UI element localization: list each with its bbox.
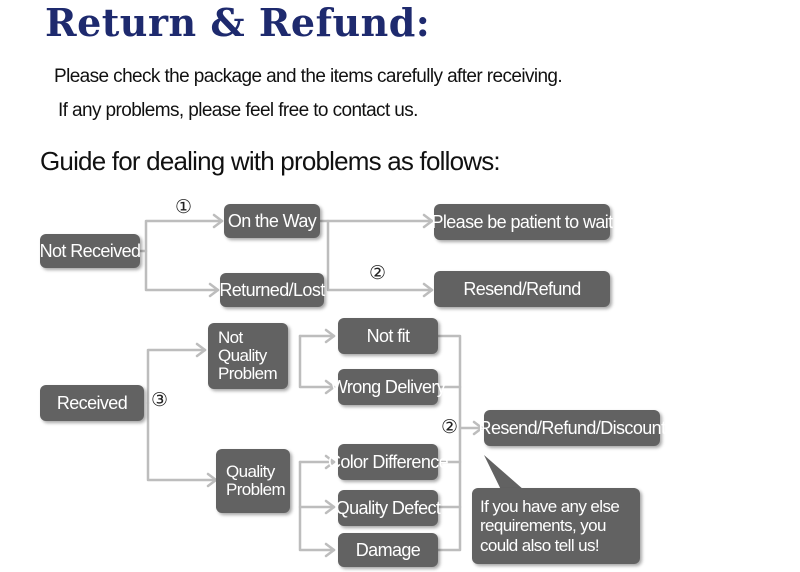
connector-received-quality (146, 401, 218, 482)
connector-received-trunk (146, 348, 207, 405)
box-returned-lost: Returned/Lost (219, 273, 325, 307)
page-title: Return & Refund: (45, 0, 431, 45)
arrow-head (324, 379, 336, 395)
arrow-head (324, 499, 336, 515)
marker-2-top: ② (369, 262, 387, 284)
box-resend-refund-discount: Resend/Refund/Discount (479, 410, 666, 446)
arrow-head (212, 213, 224, 229)
intro-line-1: Please check the package and the items c… (54, 66, 563, 87)
arrow-head (324, 454, 336, 470)
connector-qp-trunk (298, 460, 336, 552)
marker-1: ① (175, 196, 193, 218)
marker-2-bottom: ② (441, 416, 459, 438)
box-received: Received (40, 385, 144, 421)
arrow-head (195, 342, 207, 358)
note-bubble: If you have any else requirements, you c… (472, 488, 640, 564)
box-quality-problem: Quality Problem (216, 449, 290, 513)
connector-lost-resend (326, 219, 434, 292)
box-wrong-delivery: Wrong Delivery (331, 369, 446, 405)
connector-collector (436, 334, 462, 552)
box-quality-defect: Quality Defect (336, 490, 441, 526)
box-not-fit: Not fit (338, 318, 438, 354)
box-be-patient: Please be patient to wait (431, 204, 613, 240)
arrow-head (472, 420, 484, 436)
arrow-head (324, 542, 336, 558)
box-damage: Damage (338, 533, 438, 567)
arrow-head (208, 282, 220, 298)
box-color-difference: Color Difference (328, 444, 449, 480)
arrow-head (422, 282, 434, 298)
box-not-quality-problem: Not Quality Problem (208, 323, 288, 389)
guide-heading: Guide for dealing with problems as follo… (40, 146, 501, 176)
box-on-the-way: On the Way (224, 204, 320, 238)
connector-nqp-lower (298, 334, 336, 389)
connector-not-received-on-way (138, 219, 224, 253)
marker-3: ③ (151, 389, 169, 411)
connector-not-received-lost (144, 249, 220, 292)
box-resend-refund: Resend/Refund (434, 271, 610, 307)
box-not-received: Not Received (40, 234, 141, 268)
arrow-head (422, 213, 434, 229)
arrow-head (324, 328, 336, 344)
intro-line-2: If any problems, please feel free to con… (58, 100, 418, 121)
